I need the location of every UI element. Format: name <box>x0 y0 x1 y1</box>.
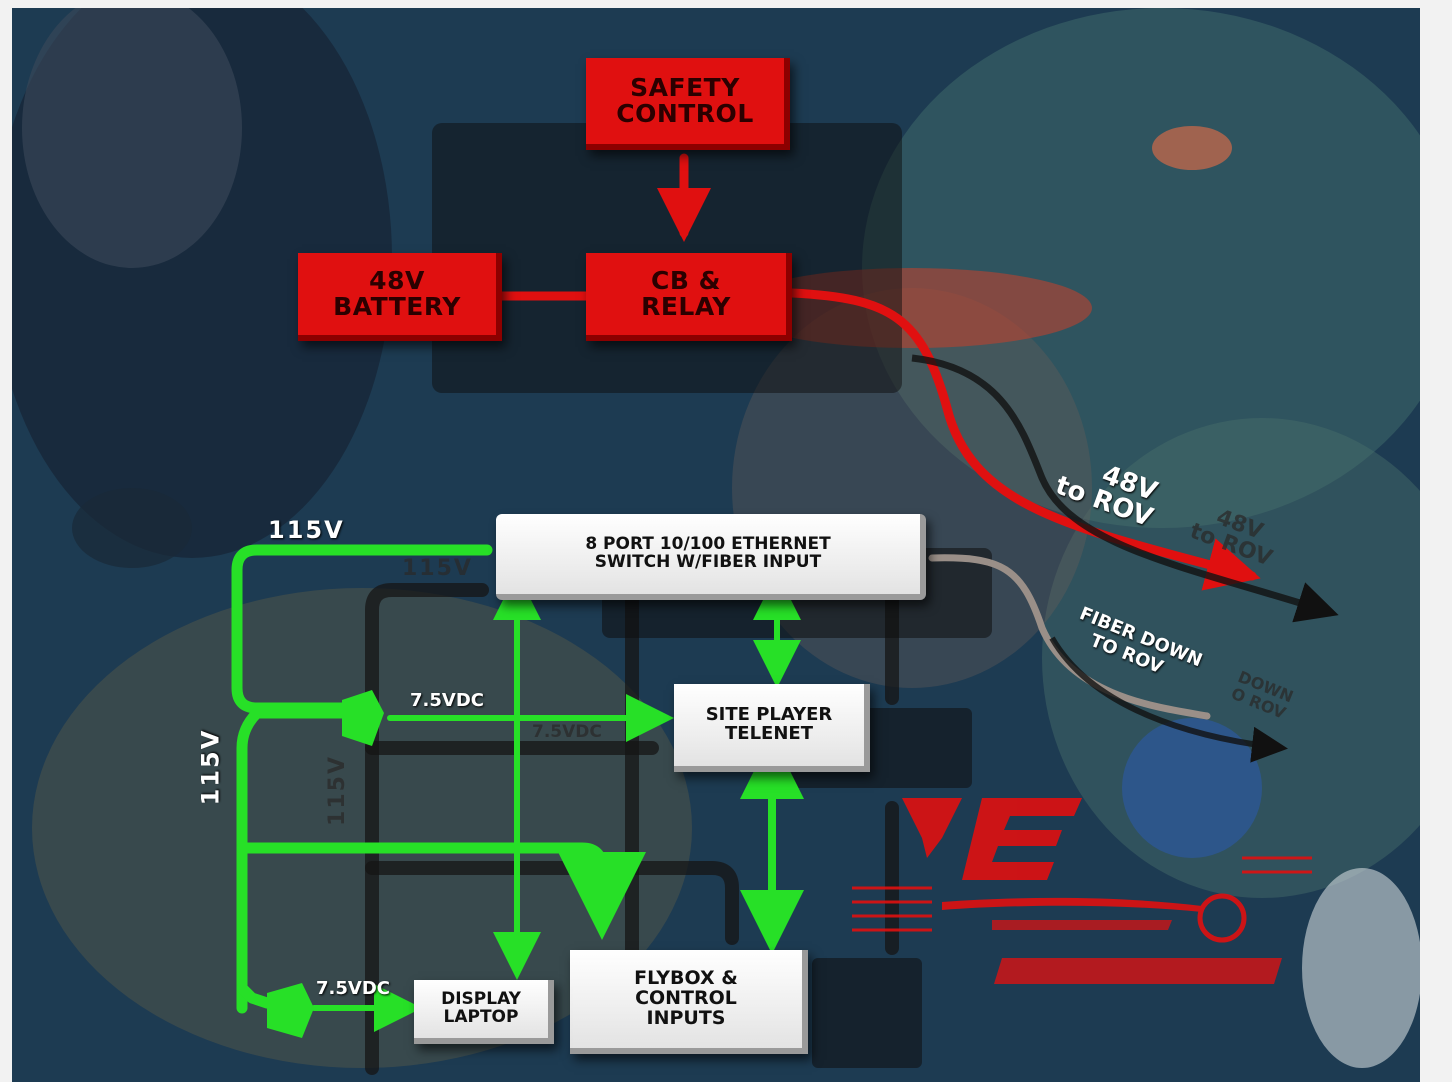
rov-power-shadow-arrow <box>911 354 1339 623</box>
safety-control-box: SAFETY CONTROL <box>586 58 790 150</box>
flybox-box: FLYBOX & CONTROL INPUTS <box>570 950 808 1054</box>
cb-relay-box: CB & RELAY <box>586 253 792 341</box>
fiber-shadow-arrow <box>1049 636 1288 763</box>
flybox-label: FLYBOX & CONTROL INPUTS <box>634 967 738 1029</box>
team-logo <box>852 798 1312 984</box>
shadow-block-flybox <box>812 958 922 1068</box>
site-player-box: SITE PLAYER TELENET <box>674 684 870 772</box>
label-7-5vdc-mid: 7.5VDC <box>410 690 484 711</box>
label-115v-left: 115V <box>196 728 225 806</box>
power-lines <box>487 153 1261 591</box>
relay-to-rov-arrow <box>787 288 1261 591</box>
site-player-label: SITE PLAYER TELENET <box>705 704 833 744</box>
display-laptop-label: DISPLAY LAPTOP <box>441 989 521 1027</box>
data-lines <box>311 572 804 1032</box>
ethernet-switch-box: 8 PORT 10/100 ETHERNET SWITCH W/FIBER IN… <box>496 514 926 600</box>
display-laptop-box: DISPLAY LAPTOP <box>414 980 554 1044</box>
battery-box: 48V BATTERY <box>298 253 502 341</box>
label-115v-left-shadow: 115V <box>324 755 350 826</box>
cb-relay-label: CB & RELAY <box>641 265 731 321</box>
label-7-5vdc-mid-shadow: 7.5VDC <box>532 722 602 742</box>
diagram-canvas: SAFETY CONTROL 48V BATTERY CB & RELAY 8 … <box>12 8 1420 1082</box>
ethernet-switch-label: 8 PORT 10/100 ETHERNET SWITCH W/FIBER IN… <box>585 534 831 572</box>
label-7-5vdc-bottom: 7.5VDC <box>316 978 390 999</box>
power-splitter-lower <box>267 983 314 1038</box>
power-splitter-upper <box>342 690 384 746</box>
label-115v-top: 115V <box>268 516 345 544</box>
ac-line-to-flybox <box>236 842 646 940</box>
ac-power-lines <box>231 544 646 1014</box>
label-115v-top-shadow: 115V <box>402 556 473 581</box>
ac-line-upper <box>231 544 493 714</box>
battery-label: 48V BATTERY <box>333 265 461 321</box>
safety-control-label: SAFETY CONTROL <box>616 72 754 128</box>
fiber-line <box>928 554 1211 720</box>
